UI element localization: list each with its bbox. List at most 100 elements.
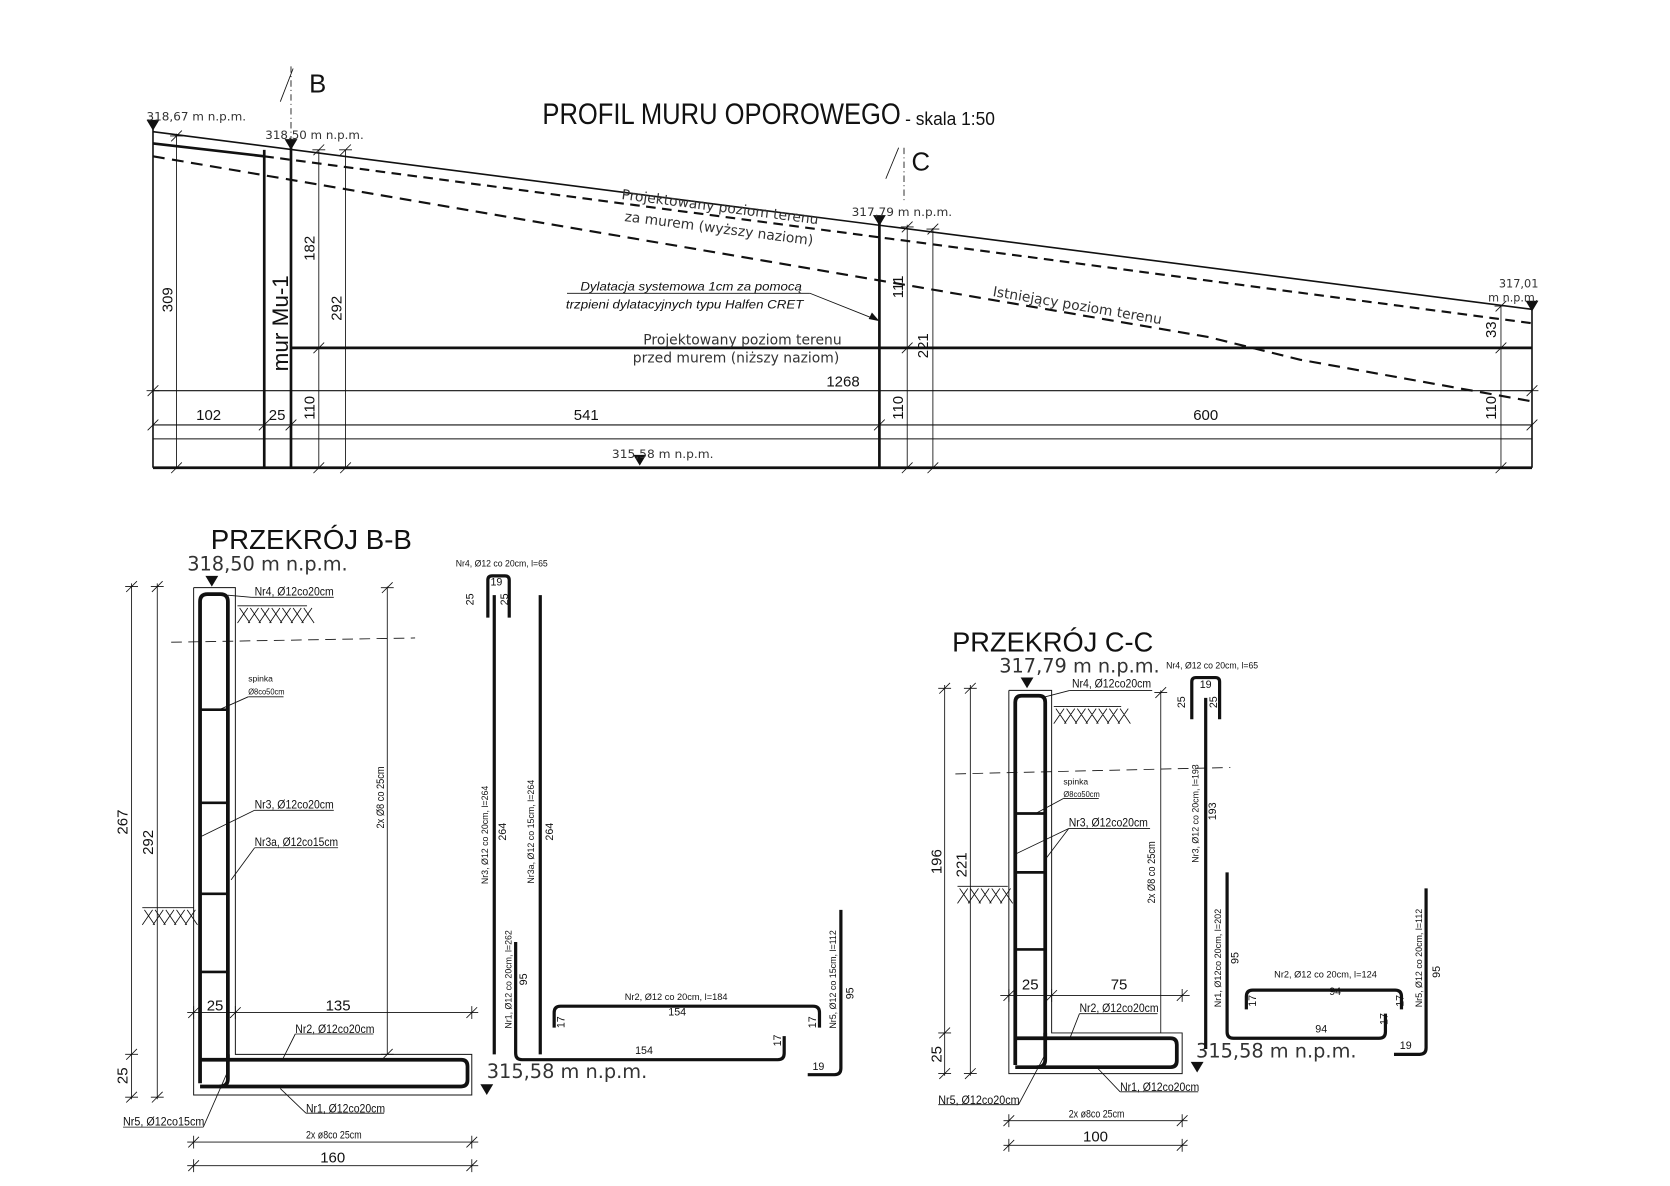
elevation-marker-icon [633, 454, 647, 466]
leader-line [1045, 689, 1070, 698]
rebar-label-nr4: Nr4, Ø12co20cm [255, 585, 334, 598]
bar-dimension: 17 [807, 1016, 819, 1028]
dimension-value: 309 [159, 287, 176, 312]
dimension-value: 221 [953, 852, 970, 877]
rebar-label-nr3: Nr3, Ø12co20cm [1069, 817, 1148, 830]
dimension-tick-icon [147, 418, 159, 432]
lower-terrain-label: przed murem (niższy naziom) [633, 351, 839, 367]
leader-line [1035, 798, 1064, 814]
dimension-value: 25 [115, 1067, 132, 1084]
dimension-value: 110 [1483, 396, 1500, 420]
existing-terrain-line [955, 767, 1231, 775]
dimension-tick-icon [1494, 300, 1508, 312]
bar-dimension: 25 [465, 593, 477, 605]
dimension-value: 292 [328, 296, 345, 321]
nr5-bar-shape [1393, 888, 1428, 1056]
dimension-tick-icon [150, 1091, 164, 1103]
section-marker-b: B [309, 71, 326, 99]
dimension-tick-icon [187, 1006, 200, 1020]
dimension-tick-icon [873, 418, 886, 432]
leader-line [1018, 1054, 1046, 1105]
dilatation-note: Dylatacja systemowa 1cm za pomocą [580, 280, 802, 293]
bar-dimension: 95 [1230, 952, 1242, 964]
leader-line [230, 847, 255, 881]
bar-dimension: 94 [1329, 986, 1341, 998]
existing-terrain-label: Istniejący poziom terenu [992, 284, 1164, 328]
schedule-nr4-label: Nr4, Ø12 co 20cm, l=65 [456, 559, 548, 570]
dimension-tick-icon [1003, 989, 1015, 1002]
dimension-value: 25 [929, 1046, 946, 1063]
nr2-bar-shape [552, 1004, 822, 1028]
dimension-value: 25 [207, 998, 224, 1015]
nr1-bar-shape [514, 941, 786, 1062]
leader-line [202, 1073, 228, 1128]
leader-line [227, 594, 252, 598]
dimension-tick-icon [380, 1048, 394, 1060]
elevation-marker-icon [146, 119, 160, 131]
rebar-label-nr2: Nr2, Ø12co20cm [295, 1023, 374, 1036]
schedule-nr5-label: Nr5, Ø12 co 20cm, l=112 [1414, 909, 1425, 1007]
dimension-value: 267 [115, 810, 132, 835]
leader-line [219, 696, 249, 711]
elevation-base: 315,58 m n.p.m. [612, 447, 714, 461]
bar-dimension: 17 [1247, 995, 1259, 1007]
dimension-tick-icon [1525, 385, 1539, 397]
wall-crown-line [152, 142, 265, 158]
elevation-base: 315,58 m n.p.m. [1196, 1040, 1356, 1063]
nr5-bar-shape [807, 909, 843, 1077]
wall-rebar [198, 592, 230, 1084]
wall-rebar [1013, 693, 1048, 1066]
dimension-tick-icon [187, 1135, 200, 1149]
dimension-tick-icon [1045, 989, 1058, 1002]
dimension-tick-icon [258, 418, 270, 432]
dimension-tick-icon [1176, 989, 1188, 1002]
dimension-tick-icon [285, 418, 297, 432]
section-marker-c: C [911, 149, 930, 177]
dimension-tick-icon [466, 1135, 478, 1149]
bar-dimension: 95 [518, 973, 530, 985]
elevation-marker-icon [872, 215, 886, 226]
bar-dimension: 154 [635, 1045, 653, 1057]
dimension-tick-icon [1003, 1114, 1015, 1128]
dimension-value: 25 [269, 407, 286, 424]
dimension-value: 541 [574, 407, 599, 424]
dimension-value: 292 [140, 830, 157, 855]
spinka-spacing-label: Ø8co50cm [1063, 789, 1099, 799]
schedule-nr2-label: Nr2, Ø12 co 20cm, l=184 [625, 992, 728, 1003]
dilatation-note: trzpieni dylatacyjnych typu Halfen CRET [566, 299, 804, 312]
dimension-tick-icon [938, 1027, 952, 1039]
dimension-value: 102 [196, 407, 221, 424]
dimension-tick-icon [1176, 1138, 1188, 1152]
dimension-value: 25 [1022, 976, 1039, 993]
distribution-bars-label: 2x Ø8 co 25cm [375, 766, 387, 828]
bar-dimension: 95 [1431, 966, 1443, 978]
elevation-top: 318,50 m n.p.m. [187, 553, 347, 576]
section-title-cc: PRZEKRÓJ C-C [952, 627, 1153, 658]
dimension-tick-icon [900, 342, 914, 354]
dimension-tick-icon [963, 682, 977, 694]
arrow-head-icon [868, 312, 880, 322]
bar-dimension: 19 [490, 576, 502, 588]
bar-dimension: 17 [1378, 1013, 1390, 1025]
nr4-bar-shape [486, 574, 511, 618]
elevation-start: 318,67 m n.p.m. [147, 110, 246, 124]
footing-rebar [1015, 1036, 1179, 1070]
dimension-value: 33 [1483, 321, 1500, 338]
rebar-label-nr5: Nr5, Ø12co20cm [938, 1094, 1019, 1107]
dimension-tick-icon [146, 385, 160, 397]
dimension-tick-icon [229, 1006, 242, 1020]
schedule-nr3a-label: Nr3a, Ø12 co 15cm, l=264 [526, 779, 537, 883]
distribution-bars-label: 2x Ø8 co 25cm [1146, 841, 1158, 903]
dimension-tick-icon [900, 462, 914, 474]
leader-line [1044, 828, 1070, 860]
bar-dimension: 19 [1400, 1040, 1412, 1052]
dimension-tick-icon [900, 221, 914, 233]
dimension-tick-icon [339, 462, 352, 474]
dimension-value: 135 [326, 998, 351, 1015]
dimension-tick-icon [1526, 418, 1538, 432]
dimension-tick-icon [1176, 1114, 1188, 1128]
dimension-value: 100 [1083, 1128, 1108, 1145]
leader-line [1015, 828, 1069, 855]
dimension-value: 1268 [826, 374, 859, 391]
section-arrow-c [885, 147, 900, 179]
